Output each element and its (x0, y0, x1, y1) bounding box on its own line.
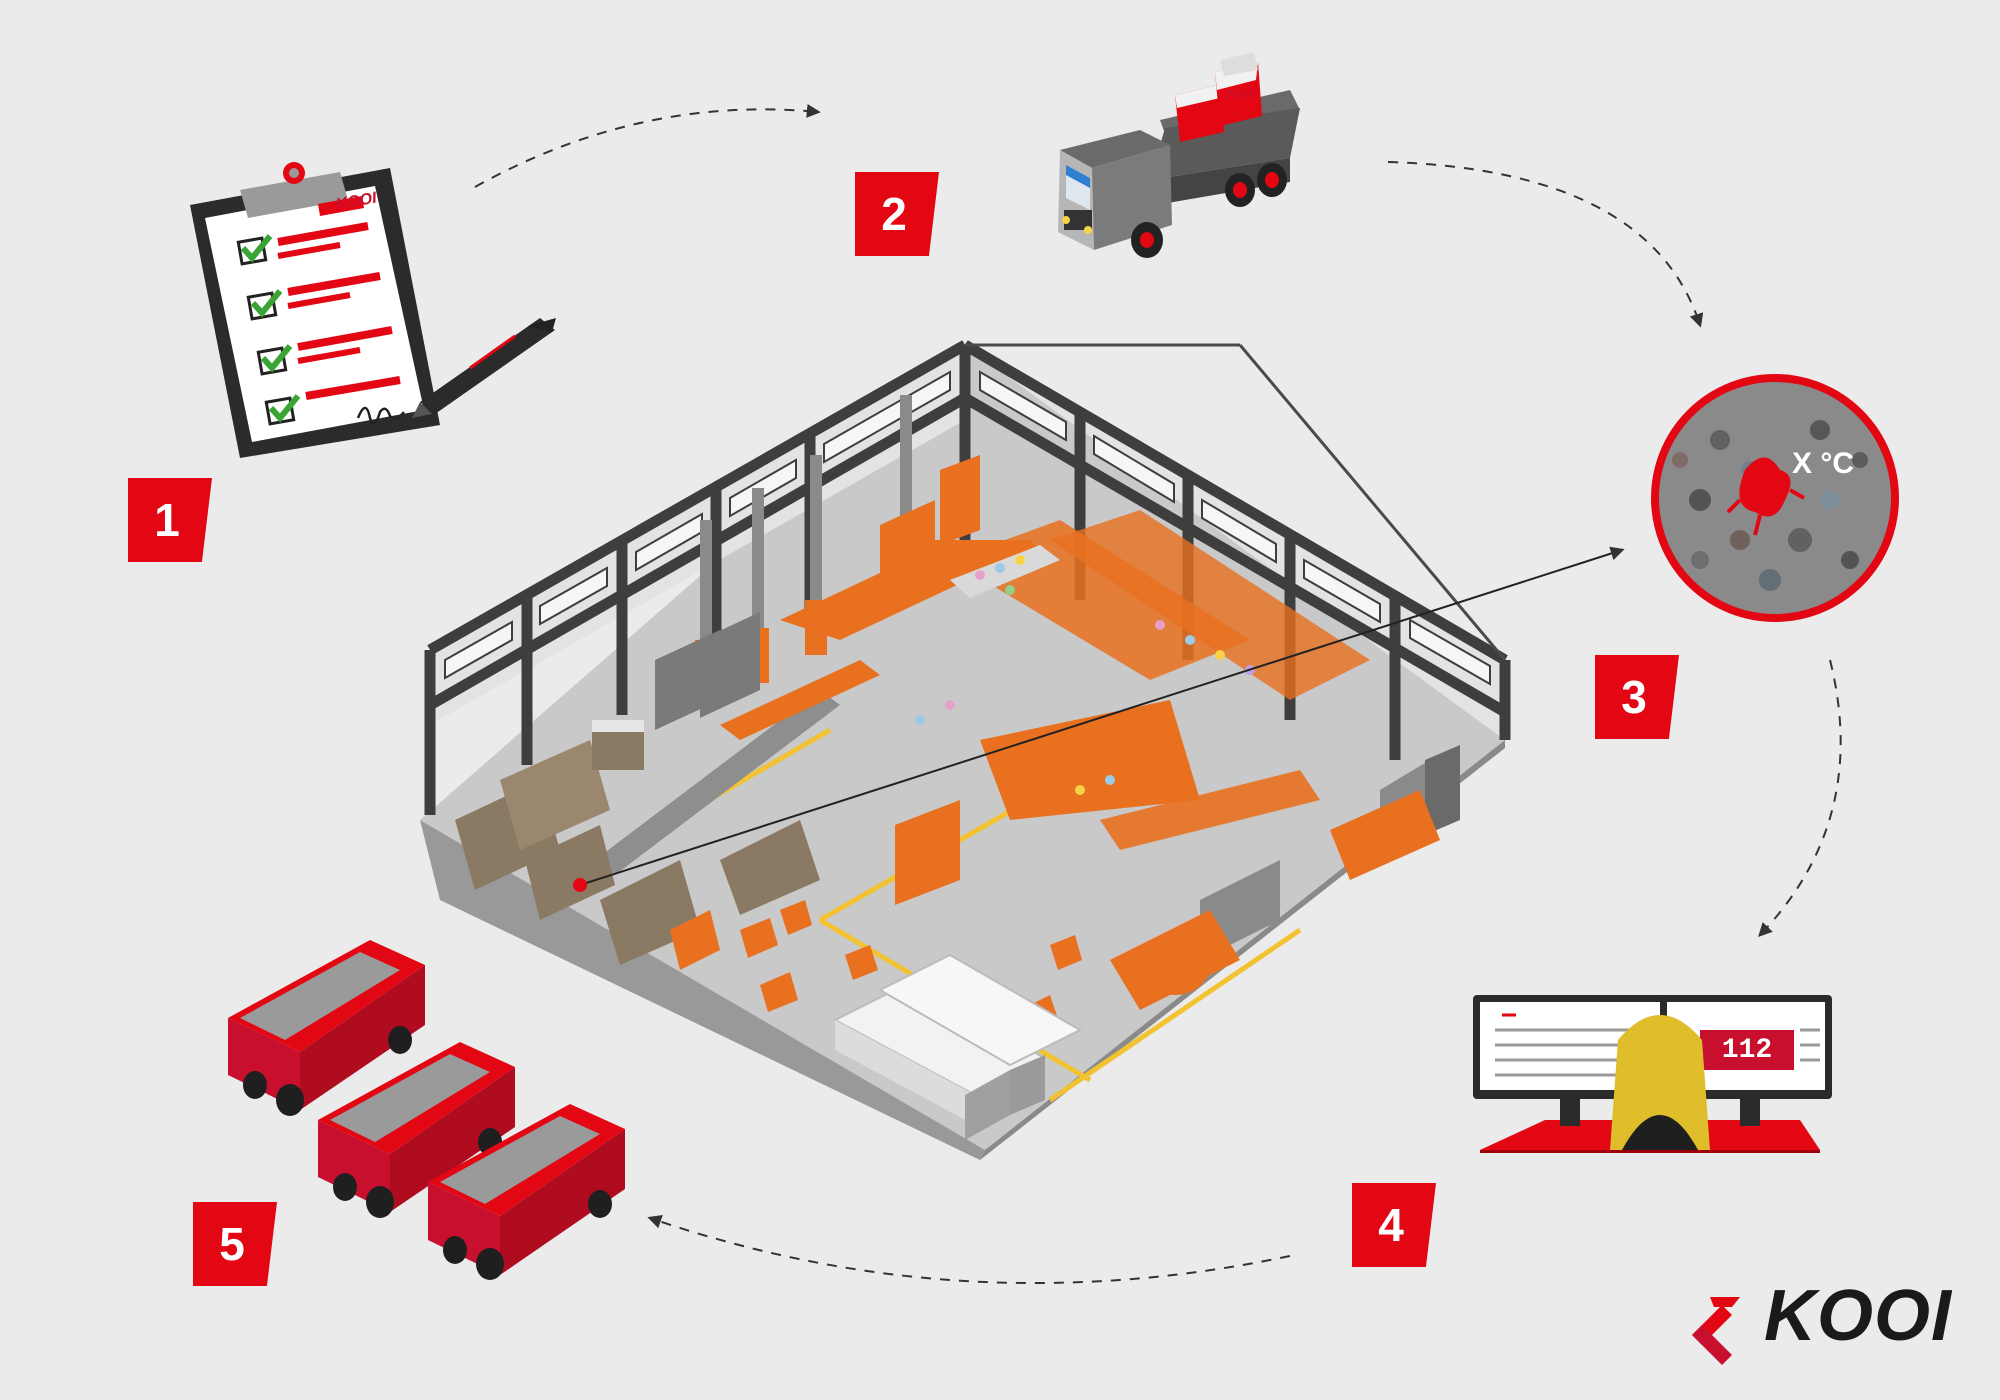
white-trailers (832, 953, 1083, 1140)
temperature-label: X °C (1792, 447, 1855, 480)
checklist-row (236, 222, 369, 266)
fire-truck-icon (228, 940, 625, 1280)
step-badge-2: 2 (855, 172, 939, 256)
truck-wheel (1257, 163, 1287, 197)
emergency-number: 112 (1721, 1034, 1773, 1066)
fire-truck (228, 940, 425, 1116)
delivery-truck-icon (1058, 52, 1300, 258)
pen-icon (412, 318, 556, 418)
arrow-1-to-2 (474, 103, 821, 188)
process-cycle-arrows (474, 103, 1842, 1285)
truck-wheel (1225, 173, 1255, 207)
checklist-row (256, 326, 393, 376)
step-badge-3: 3 (1595, 655, 1679, 739)
step-badge-1: 1 (128, 478, 212, 562)
checklist-row (246, 272, 381, 321)
arrow-2-to-3 (1387, 161, 1704, 328)
step-number: 4 (1378, 1199, 1404, 1251)
step-badge-5: 5 (193, 1202, 277, 1286)
hotspot-mark (1739, 457, 1791, 517)
step-number: 5 (219, 1218, 245, 1270)
arrow-3-to-4 (1758, 659, 1842, 938)
recycling-plant (420, 340, 1625, 1160)
control-room-operator-icon (1473, 995, 1832, 1153)
truck-wheel (1131, 222, 1163, 258)
windows (444, 370, 1491, 686)
checklist-row (264, 376, 401, 426)
fire-truck (428, 1104, 625, 1280)
step-number: 2 (881, 188, 907, 240)
wall-frame (424, 340, 1511, 815)
truck-bag-logo: KOOI (1227, 88, 1256, 100)
brand-wordmark: KOOI (1763, 1276, 1952, 1356)
signature (356, 406, 405, 425)
step-number: 3 (1621, 671, 1647, 723)
detection-line (579, 546, 1625, 886)
hotspot-detection-icon (1651, 374, 1899, 622)
sorted-waste (915, 545, 1255, 795)
fire-truck (318, 1042, 515, 1218)
kooi-logo-mark (1692, 1297, 1740, 1365)
step-number: 1 (154, 494, 180, 546)
clipboard-checklist-icon (190, 162, 556, 458)
brand-logo: KOOI (1764, 1276, 1952, 1356)
arrow-4-to-5 (647, 1215, 1291, 1285)
step-badge-4: 4 (1352, 1183, 1436, 1267)
